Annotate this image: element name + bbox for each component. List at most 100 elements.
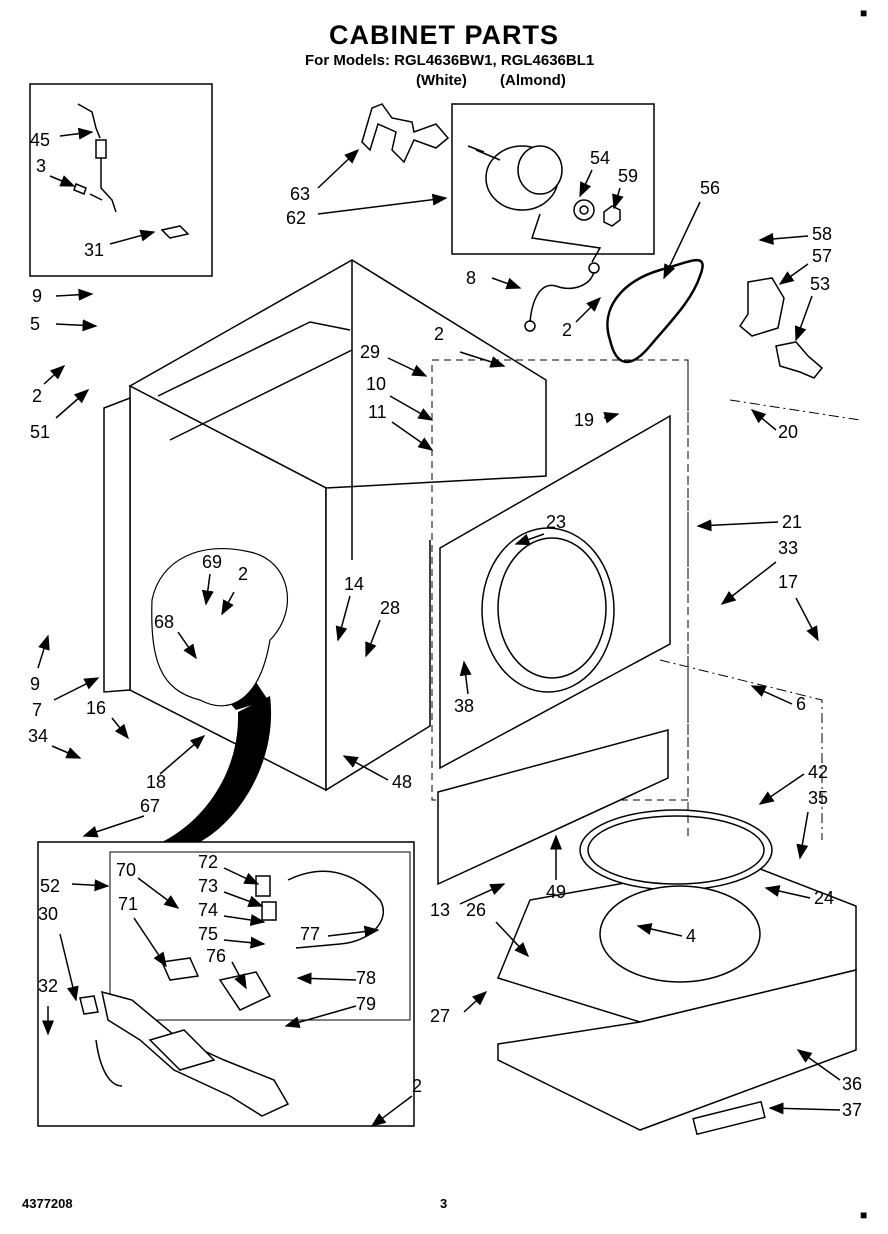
callout-16: 16 <box>86 698 106 718</box>
footer-page-number: 3 <box>440 1196 448 1211</box>
callout-21: 21 <box>782 512 802 532</box>
leader-line-19 <box>603 411 620 424</box>
callout-45: 45 <box>30 130 50 150</box>
leader-line-57 <box>778 263 809 285</box>
callout-9a: 9 <box>32 286 42 306</box>
leader-line-63 <box>317 148 360 189</box>
callout-9b: 9 <box>30 674 40 694</box>
leader-line-78 <box>296 972 357 985</box>
leader-line-74 <box>223 914 266 926</box>
door-switch-inset <box>151 548 288 707</box>
callout-26: 26 <box>466 900 486 920</box>
leader-line-70 <box>137 877 180 909</box>
leader-line-42 <box>758 773 805 805</box>
callout-2b: 2 <box>434 324 444 344</box>
leader-line-20 <box>750 409 777 431</box>
callout-2c: 2 <box>562 320 572 340</box>
callout-63: 63 <box>290 184 310 204</box>
callout-69: 69 <box>202 552 222 572</box>
inset-box-burner-inner <box>109 851 411 1021</box>
leader-line-34 <box>51 745 82 759</box>
leader-line-35 <box>796 811 809 860</box>
callout-7: 7 <box>32 700 42 720</box>
color-almond-label: (Almond) <box>500 72 566 89</box>
callout-3: 3 <box>36 156 46 176</box>
leader-line-3 <box>49 175 76 187</box>
leader-line-5 <box>55 319 98 332</box>
dash-line-2 <box>659 399 861 840</box>
callout-2e: 2 <box>412 1076 422 1096</box>
leader-line-76 <box>231 961 247 990</box>
callout-75: 75 <box>198 924 218 944</box>
leader-line-8 <box>491 277 522 290</box>
leader-line-27 <box>463 990 488 1013</box>
callout-30: 30 <box>38 904 58 924</box>
callout-57: 57 <box>812 246 832 266</box>
leader-line-17 <box>795 597 819 642</box>
leader-line-45 <box>59 127 94 140</box>
idler-pulley <box>775 341 824 379</box>
callout-68: 68 <box>154 612 174 632</box>
callout-62: 62 <box>286 208 306 228</box>
callout-13: 13 <box>430 900 450 920</box>
leader-line-10 <box>389 395 434 421</box>
toe-panel <box>437 729 669 886</box>
leader-line-6 <box>750 685 793 705</box>
callout-49: 49 <box>546 882 566 902</box>
callout-56: 56 <box>700 178 720 198</box>
callout-48: 48 <box>392 772 412 792</box>
leader-line-33 <box>720 561 777 605</box>
callout-42: 42 <box>808 762 828 782</box>
leader-line-13 <box>459 883 506 905</box>
callout-78: 78 <box>356 968 376 988</box>
leader-line-62 <box>317 193 448 215</box>
callout-58: 58 <box>812 224 832 244</box>
leader-line-2c <box>575 296 602 323</box>
leader-line-53 <box>794 295 813 342</box>
motor-bracket <box>361 103 450 164</box>
leader-line-14 <box>335 595 351 642</box>
inset-box-burner <box>37 841 415 1127</box>
thermistor-parts <box>73 103 190 239</box>
callout-28: 28 <box>380 598 400 618</box>
leader-line-79 <box>284 1005 357 1029</box>
ground-wire <box>529 271 595 323</box>
callout-5: 5 <box>30 314 40 334</box>
leader-line-68 <box>177 631 197 660</box>
callout-77: 77 <box>300 924 320 944</box>
corner-mark-bottom: ■ <box>860 1208 868 1222</box>
page-title: CABINET PARTS <box>328 20 559 50</box>
exhaust-duct <box>162 696 272 842</box>
models-line: For Models: RGL4636BW1, RGL4636BL1 <box>305 52 595 69</box>
callout-23: 23 <box>546 512 566 532</box>
leader-line-54 <box>579 169 593 198</box>
callout-67: 67 <box>140 796 160 816</box>
callout-27: 27 <box>430 1006 450 1026</box>
footer-part-number: 4377208 <box>22 1196 73 1211</box>
callout-11: 11 <box>368 402 387 422</box>
leader-line-2b <box>459 351 506 368</box>
leader-line-11 <box>391 421 434 451</box>
leader-line-56 <box>663 201 701 280</box>
callout-17: 17 <box>778 572 798 592</box>
leader-line-77 <box>327 925 380 938</box>
callout-36: 36 <box>842 1074 862 1094</box>
callout-14: 14 <box>344 574 364 594</box>
leader-line-7 <box>53 677 100 701</box>
leader-line-2d <box>221 591 235 616</box>
leader-line-2a <box>43 364 66 385</box>
callout-19: 19 <box>574 410 594 430</box>
callout-31: 31 <box>84 240 104 260</box>
inset-box-thermistor <box>29 83 213 277</box>
leader-line-71 <box>133 917 167 968</box>
drive-belt <box>606 259 704 364</box>
callout-70: 70 <box>116 860 136 880</box>
callout-34: 34 <box>28 726 48 746</box>
callout-51: 51 <box>30 422 50 442</box>
leader-line-4 <box>636 923 683 937</box>
callout-53: 53 <box>810 274 830 294</box>
callout-33: 33 <box>778 538 798 558</box>
callout-2a: 2 <box>32 386 42 406</box>
callout-29: 29 <box>360 342 380 362</box>
